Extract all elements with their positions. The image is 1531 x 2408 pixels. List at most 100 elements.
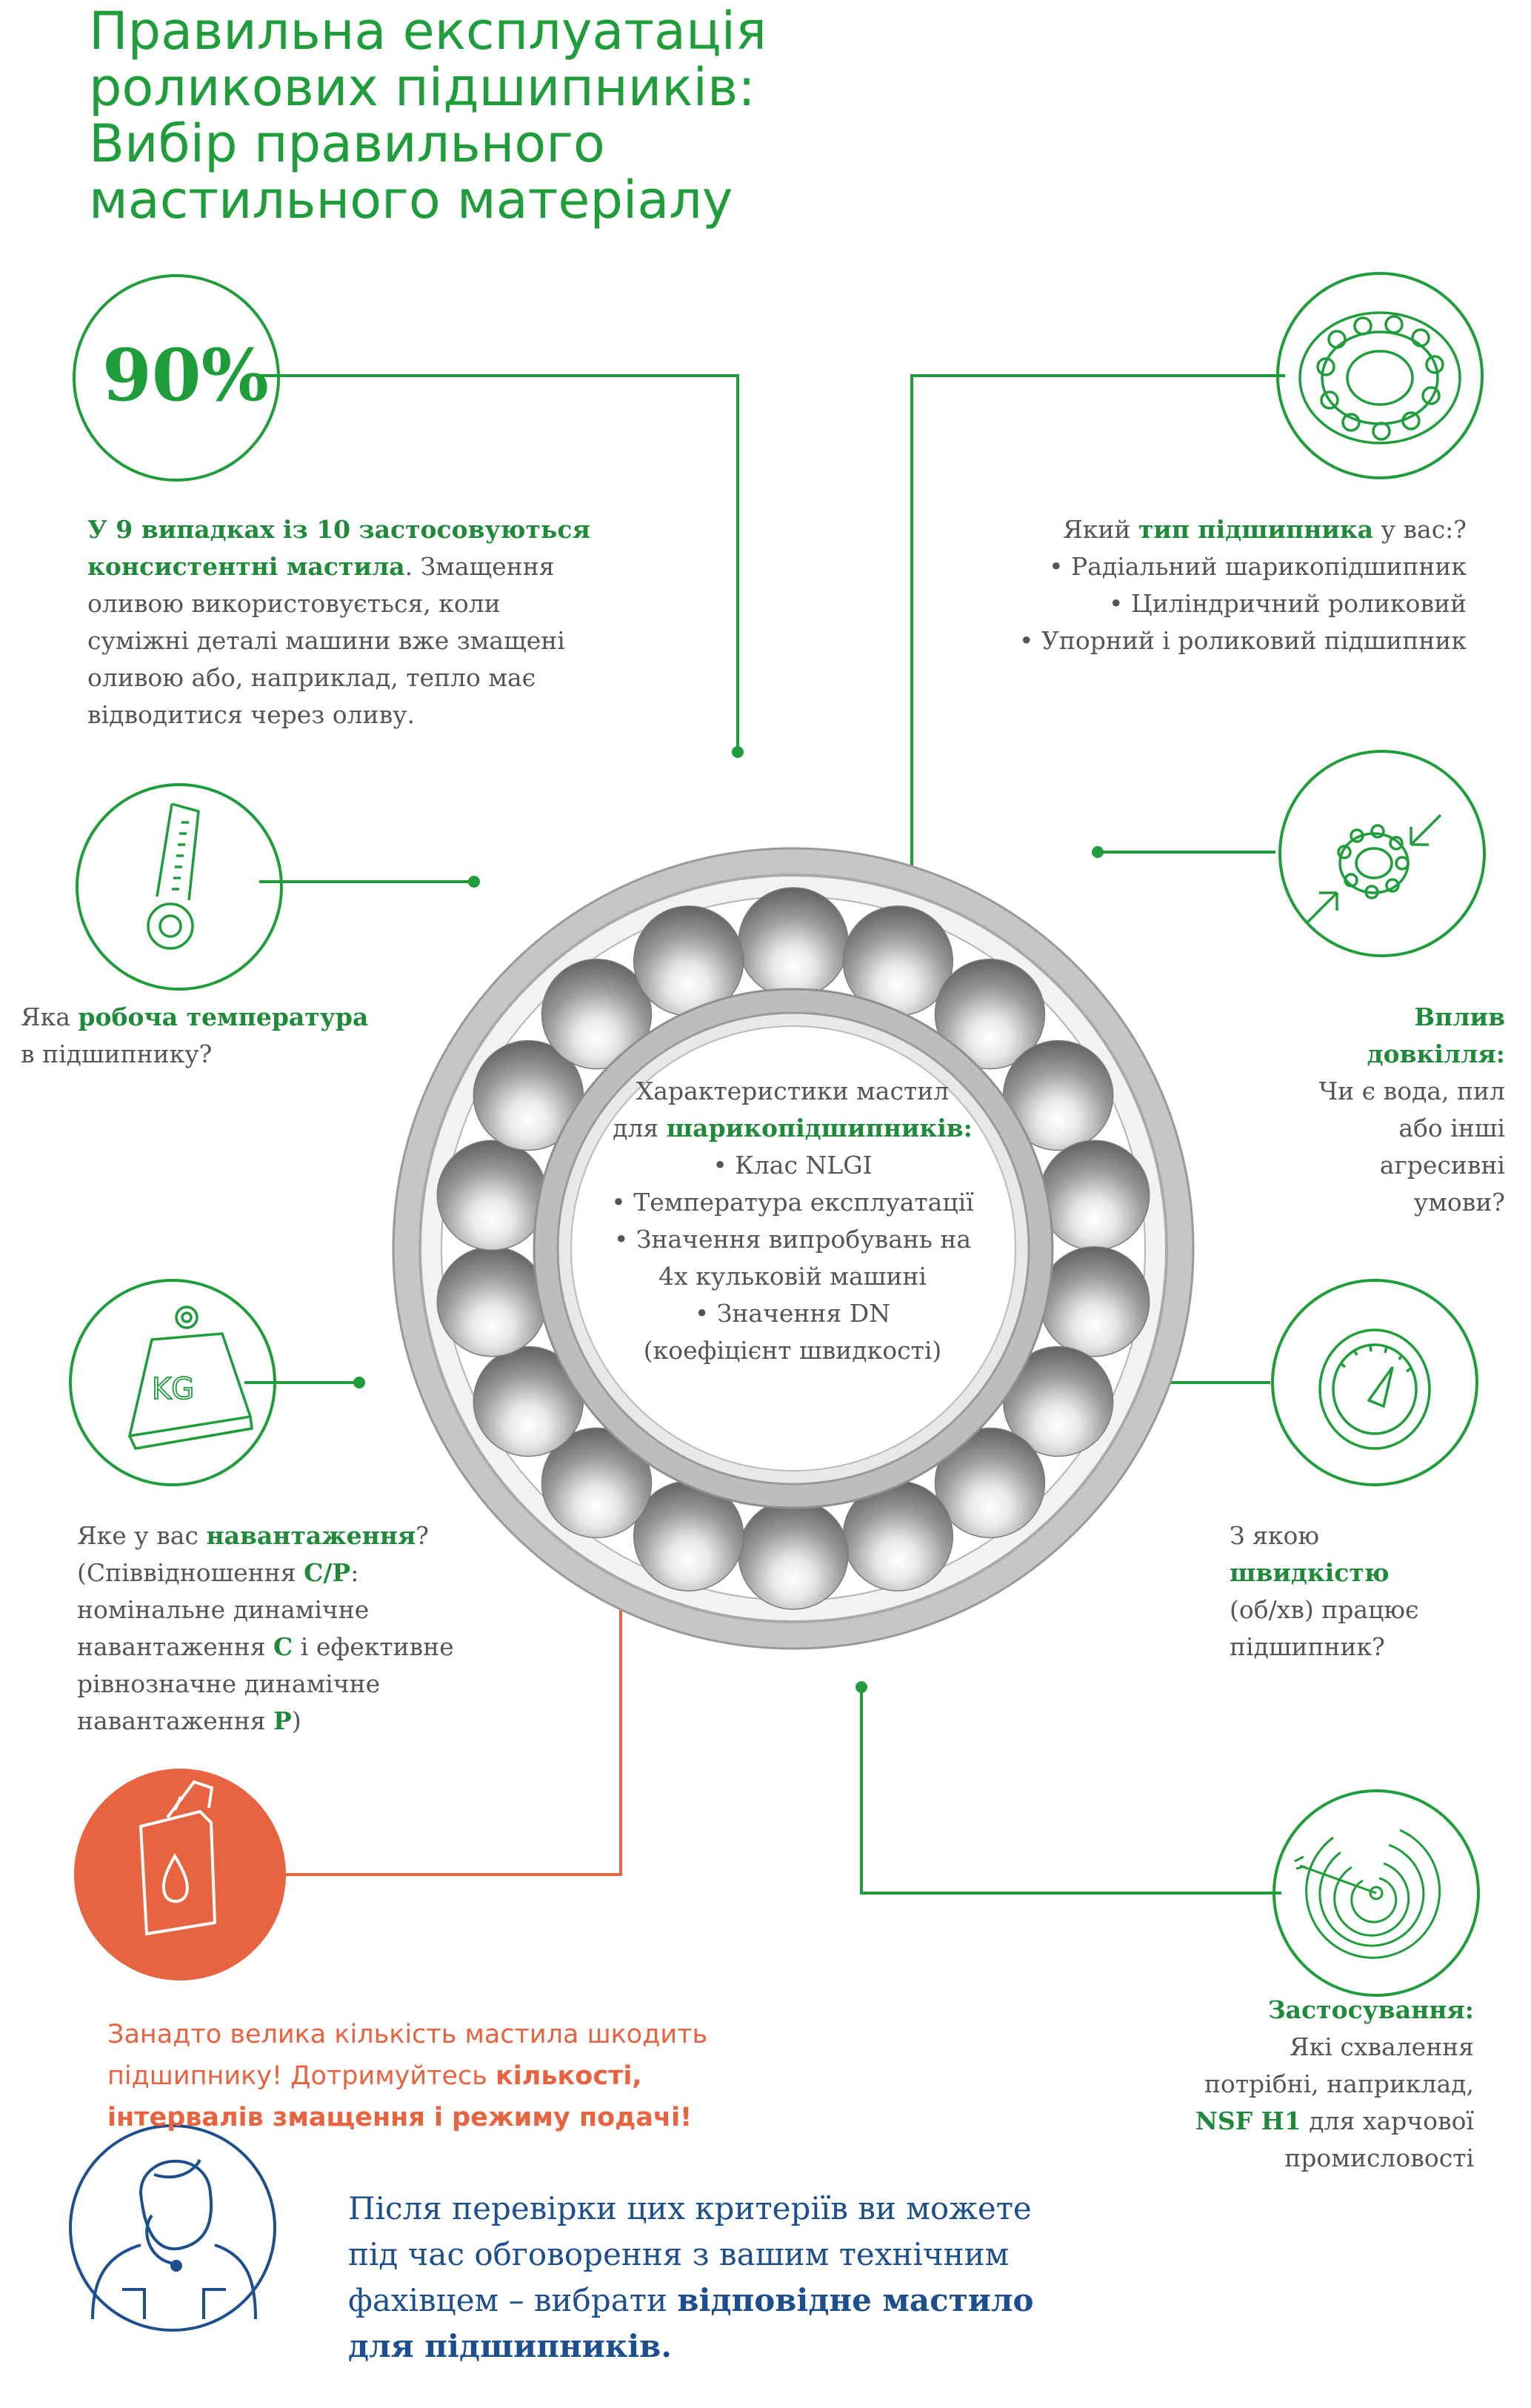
oil-can-icon [139,1780,217,1936]
center-item: • Температура експлуатації [611,1188,974,1217]
grease-bold-2: консистентні мастила [87,552,405,581]
speed-block: З якою швидкістю (об/хв) працює підшипни… [1230,1517,1496,1666]
bearing-ball [1038,1140,1150,1251]
application-l4-post: для харчової [1301,2106,1474,2135]
grease-line-3: оливою використовується, коли [87,589,501,618]
closing-l3-bold: відповідне мастило [677,2282,1034,2318]
bearing-illustration [392,847,1195,1650]
thermometer-icon [147,802,200,950]
load-l6-post: ) [291,1706,301,1735]
load-l6-bold: P [273,1706,292,1735]
grease-bold-1: У 9 випадках із 10 застосовуються [87,515,590,544]
svg-text:KG: KG [152,1372,194,1406]
load-l2-post: : [350,1558,359,1587]
warning-l2-pre: підшипнику! Дотримуйтесь [107,2061,496,2091]
load-line-5: рівнозначне динамічне [77,1669,381,1698]
environment-icon-circle [1278,750,1486,957]
bearing-icon [1298,311,1461,445]
warning-block: Занадто велика кількість мастила шкодить… [107,2014,774,2138]
speed-line-3: (об/хв) працює [1230,1595,1419,1624]
bearing-type-item: • Радіальний шарикопідшипник [1049,552,1467,581]
load-block: Яке у вас навантаження? (Співвідношення … [77,1517,551,1740]
load-bold: навантаження [206,1521,416,1550]
oil-can-icon-circle [74,1769,286,1980]
environment-bold-2: довкілля: [1367,1040,1505,1068]
environment-block: Вплив довкілля: Чи є вода, пил або інші … [1230,999,1505,1221]
bearing-ball [541,1427,653,1539]
bearing-type-block: Який тип підшипника у вас:? • Радіальний… [918,511,1467,659]
speed-bold: швидкістю [1230,1558,1390,1587]
closing-l3-pre: фахівцем – вибрати [348,2282,678,2318]
grease-line-6: відводитися через оливу. [87,700,416,729]
center-item: • Значення DN [694,1299,891,1328]
environment-line: або інші [1398,1114,1505,1143]
bearing-ball [541,958,653,1070]
target-icon [1294,1829,1441,1959]
bearing-ball [436,1245,548,1357]
load-post: ? [416,1521,429,1550]
closing-line-1: Після перевірки цих критеріїв ви можете [348,2190,1032,2226]
center-item: • Клас NLGI [713,1151,873,1180]
closing-l4-bold: для підшипників. [348,2328,672,2364]
grease-rest-1: . Змащення [404,552,555,581]
environment-line: Чи є вода, пил [1318,1077,1505,1105]
bearing-type-q-post: у вас:? [1373,515,1467,544]
bearing-icon-circle [1276,272,1484,479]
bearing-ball [738,887,849,998]
application-line-5: промисловості [1284,2143,1474,2172]
bearing-ball [436,1140,548,1251]
grease-characteristics-block: Характеристики мастил для шарикопідшипни… [556,1073,1030,1369]
thermometer-icon-circle [76,783,283,991]
load-line-3: номінальне динамічне [77,1595,370,1624]
application-line-2: Які схвалення [1290,2032,1474,2061]
temperature-block: Яка робоча температура в підшипнику? [21,999,436,1073]
speedometer-icon [1318,1328,1431,1450]
connector-application [860,1687,1281,1895]
center-line-2-pre: для [613,1114,667,1143]
connector-percent [259,374,739,752]
title-line-4: мастильного матеріалу [89,170,733,230]
bearing-type-q-bold: тип підшипника [1138,515,1374,544]
center-item: 4х кульковій машині [658,1262,927,1291]
speed-line-1: З якою [1230,1521,1320,1550]
warning-l3-bold: інтервалів змащення і режиму подачі! [107,2103,693,2132]
support-icon-circle [69,2124,276,2332]
application-bold: Застосування: [1267,1995,1474,2024]
bearing-ball [1038,1245,1150,1357]
bearing-type-q-pre: Який [1063,515,1138,544]
percent-circle [73,274,280,482]
load-l4-bold: C [273,1632,293,1661]
center-line-1: Характеристики мастил [636,1077,950,1105]
page-title: Правильна експлуатація роликових підшипн… [89,3,978,228]
load-l2-bold: C/P [304,1558,351,1587]
bearing-type-item: • Циліндричний роликовий [1109,589,1467,618]
environment-line: умови? [1413,1188,1505,1217]
speed-line-4: підшипник? [1230,1632,1385,1661]
grease-line-5: оливою або, наприклад, тепло має [87,663,536,692]
weight-kg-icon: KG [127,1306,253,1450]
center-item: • Значення випробувань на [613,1225,972,1254]
load-l6-pre: навантаження [77,1706,274,1735]
connector-bearing-type [910,374,1285,885]
application-l4-bold: NSF H1 [1195,2106,1301,2135]
center-line-2-bold: шарикопідшипників: [666,1114,973,1143]
speedometer-icon-circle [1271,1279,1478,1486]
warning-line-1: Занадто велика кількість мастила шкодить [107,2020,708,2049]
weight-icon-circle [69,1279,276,1486]
environment-icon [1306,814,1442,924]
bearing-ball [738,1499,849,1610]
bearing-type-item: • Упорний і роликовий підшипник [1019,626,1467,655]
connector-warning [215,1545,622,1876]
load-pre: Яке у вас [77,1521,207,1550]
warning-l2-bold: кількості, [496,2061,642,2091]
target-icon-circle [1273,1789,1480,1997]
application-block: Застосування: Які схвалення потрібні, на… [1111,1992,1474,2177]
percent-badge-text: 90% [102,333,269,417]
title-line-3: Вибір правильного [89,113,605,174]
temperature-bold: робоча температура [78,1002,369,1031]
environment-line: агресивні [1379,1151,1505,1180]
center-item: (коефіцієнт швидкості) [643,1336,942,1365]
application-line-3: потрібні, наприклад, [1204,2069,1474,2098]
title-line-2: роликових підшипників: [89,57,756,118]
